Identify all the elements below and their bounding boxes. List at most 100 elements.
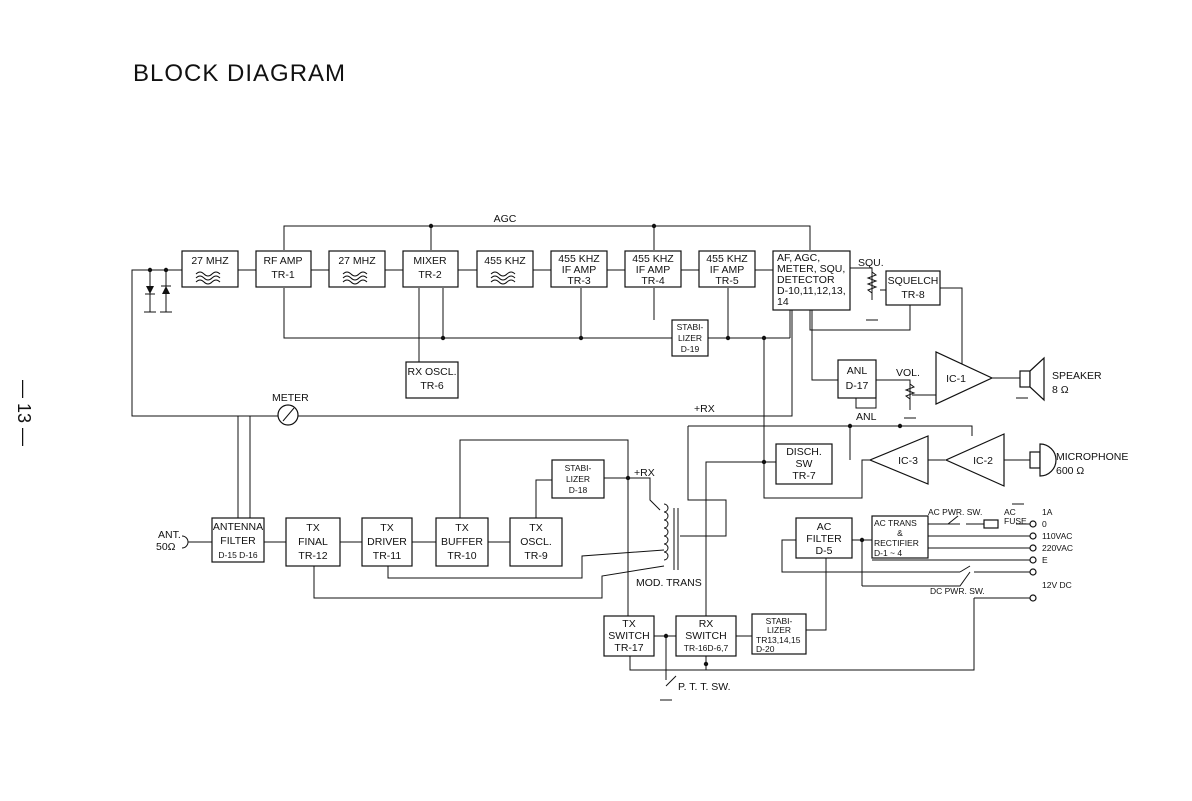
block-rf-amp: RF AMP TR-1 xyxy=(255,250,312,288)
svg-text:D-20: D-20 xyxy=(756,644,775,654)
wires xyxy=(131,225,1030,680)
block-ic3: IC-3 xyxy=(868,435,929,485)
svg-text:TR-8: TR-8 xyxy=(901,289,924,301)
block-if-amp-tr3: 455 KHZ IF AMP TR-3 xyxy=(550,250,608,288)
svg-text:SWITCH: SWITCH xyxy=(685,630,726,642)
svg-text:TX: TX xyxy=(380,522,393,534)
svg-text:455 KHZ: 455 KHZ xyxy=(632,253,674,265)
svg-text:RF AMP: RF AMP xyxy=(263,255,302,267)
svg-text:MIXER: MIXER xyxy=(413,255,447,267)
label-rx-supply-2: +RX xyxy=(634,467,655,479)
label-terminal-110vac: 110VAC xyxy=(1042,531,1072,541)
svg-text:ANTENNA: ANTENNA xyxy=(213,521,263,533)
svg-text:STABI-: STABI- xyxy=(565,463,592,473)
svg-text:TX: TX xyxy=(455,522,468,534)
svg-text:FILTER: FILTER xyxy=(220,535,256,547)
block-stabilizer-d19: STABI- LIZER D-19 xyxy=(671,319,709,357)
label-fuse: FUSE xyxy=(1004,516,1027,526)
label-antenna: ANT. xyxy=(158,529,181,541)
svg-text:TR13,14,15: TR13,14,15 xyxy=(756,635,801,645)
svg-text:D-18: D-18 xyxy=(569,485,588,495)
svg-text:D-17: D-17 xyxy=(846,380,869,392)
svg-text:D-1 ~ 4: D-1 ~ 4 xyxy=(874,548,902,558)
meter-icon xyxy=(277,404,299,426)
svg-text:TX: TX xyxy=(306,522,319,534)
svg-text:METER, SQU,: METER, SQU, xyxy=(777,263,845,275)
block-tx-switch: TX SWITCH TR-17 xyxy=(603,615,655,657)
svg-text:TR-5: TR-5 xyxy=(715,275,738,287)
block-ic2: IC-2 xyxy=(944,433,1005,487)
microphone-icon xyxy=(1012,443,1057,505)
block-27mhz-filter-a: 27 MHZ xyxy=(181,250,239,288)
svg-text:IC-3: IC-3 xyxy=(898,455,918,467)
label-terminal-e: E xyxy=(1042,555,1048,565)
block-455khz-filter: 455 KHZ xyxy=(476,250,534,288)
svg-text:STABI-: STABI- xyxy=(677,322,704,332)
mod-transformer-icon xyxy=(663,503,679,570)
speaker-icon xyxy=(1016,356,1045,402)
label-terminal-0: 0 xyxy=(1042,519,1047,529)
label-anl-switch: ANL xyxy=(856,411,877,423)
svg-text:D-5: D-5 xyxy=(816,545,833,557)
svg-text:DRIVER: DRIVER xyxy=(367,536,407,548)
svg-text:TR-10: TR-10 xyxy=(447,550,476,562)
label-microphone: MICROPHONE xyxy=(1056,451,1128,463)
block-stabilizer-d18: STABI- LIZER D-18 xyxy=(551,459,605,499)
svg-text:455 KHZ: 455 KHZ xyxy=(484,255,526,267)
junction-dots xyxy=(147,223,903,667)
block-stabilizer-d20: STABI- LIZER TR13,14,15 D-20 xyxy=(751,613,807,655)
block-27mhz-filter-b: 27 MHZ xyxy=(328,250,386,288)
diode-pair-icon xyxy=(144,285,172,313)
svg-text:IC-2: IC-2 xyxy=(973,455,993,467)
svg-text:27 MHZ: 27 MHZ xyxy=(338,255,376,267)
block-tx-buffer: TX BUFFER TR-10 xyxy=(435,517,489,567)
svg-text:RX OSCL.: RX OSCL. xyxy=(407,366,456,378)
squelch-potentiometer-icon xyxy=(866,271,878,321)
svg-text:LIZER: LIZER xyxy=(767,625,791,635)
block-antenna-filter: ANTENNA FILTER D-15 D-16 xyxy=(211,517,265,563)
fuse-icon xyxy=(983,519,999,529)
label-agc: AGC xyxy=(494,213,517,225)
block-mixer: MIXER TR-2 xyxy=(402,250,459,288)
block-rx-oscillator: RX OSCL. TR-6 xyxy=(405,361,459,399)
label-ac-fuse: AC xyxy=(1004,507,1016,517)
ac-power-switch-icon xyxy=(947,515,959,525)
label-fuse-rating: 1A xyxy=(1042,507,1053,517)
block-tx-oscillator: TX OSCL. TR-9 xyxy=(509,517,563,567)
svg-text:TR-9: TR-9 xyxy=(524,550,547,562)
svg-text:TX: TX xyxy=(622,618,635,630)
anl-switch-icon xyxy=(855,398,877,409)
label-ptt-switch: P. T. T. SW. xyxy=(678,681,731,693)
svg-text:TR-6: TR-6 xyxy=(420,380,443,392)
block-ac-trans-rectifier: AC TRANS & RECTIFIER D-1 ~ 4 xyxy=(871,515,929,559)
page-title: BLOCK DIAGRAM xyxy=(133,60,347,87)
label-squ: SQU. xyxy=(858,257,884,269)
svg-text:TR-17: TR-17 xyxy=(614,642,643,654)
svg-text:LIZER: LIZER xyxy=(566,474,590,484)
svg-text:SWITCH: SWITCH xyxy=(608,630,649,642)
block-anl: ANL D-17 xyxy=(837,359,877,399)
label-speaker: SPEAKER xyxy=(1052,370,1102,382)
svg-text:RECTIFIER: RECTIFIER xyxy=(874,538,919,548)
svg-text:AC: AC xyxy=(817,521,832,533)
label-ac-power-switch: AC PWR. SW. xyxy=(928,507,982,517)
svg-text:RX: RX xyxy=(699,618,714,630)
svg-text:TR-12: TR-12 xyxy=(298,550,327,562)
label-terminal-12vdc: 12V DC xyxy=(1042,580,1072,590)
ptt-switch-icon xyxy=(660,675,677,701)
svg-text:TR-7: TR-7 xyxy=(792,470,815,482)
svg-text:DETECTOR: DETECTOR xyxy=(777,274,835,286)
block-squelch: SQUELCH TR-8 xyxy=(885,270,941,306)
svg-text:D-19: D-19 xyxy=(681,344,700,354)
antenna-connector-icon xyxy=(181,535,189,549)
svg-text:TR-2: TR-2 xyxy=(418,269,441,281)
svg-text:TR-16D-6,7: TR-16D-6,7 xyxy=(684,643,729,653)
svg-text:TX: TX xyxy=(529,522,542,534)
svg-text:BUFFER: BUFFER xyxy=(441,536,483,548)
label-mic-impedance: 600 Ω xyxy=(1056,465,1084,477)
block-discharge-switch: DISCH. SW TR-7 xyxy=(775,443,833,485)
block-ic1: IC-1 xyxy=(935,351,994,405)
svg-text:LIZER: LIZER xyxy=(678,333,702,343)
svg-text:27 MHZ: 27 MHZ xyxy=(191,255,229,267)
